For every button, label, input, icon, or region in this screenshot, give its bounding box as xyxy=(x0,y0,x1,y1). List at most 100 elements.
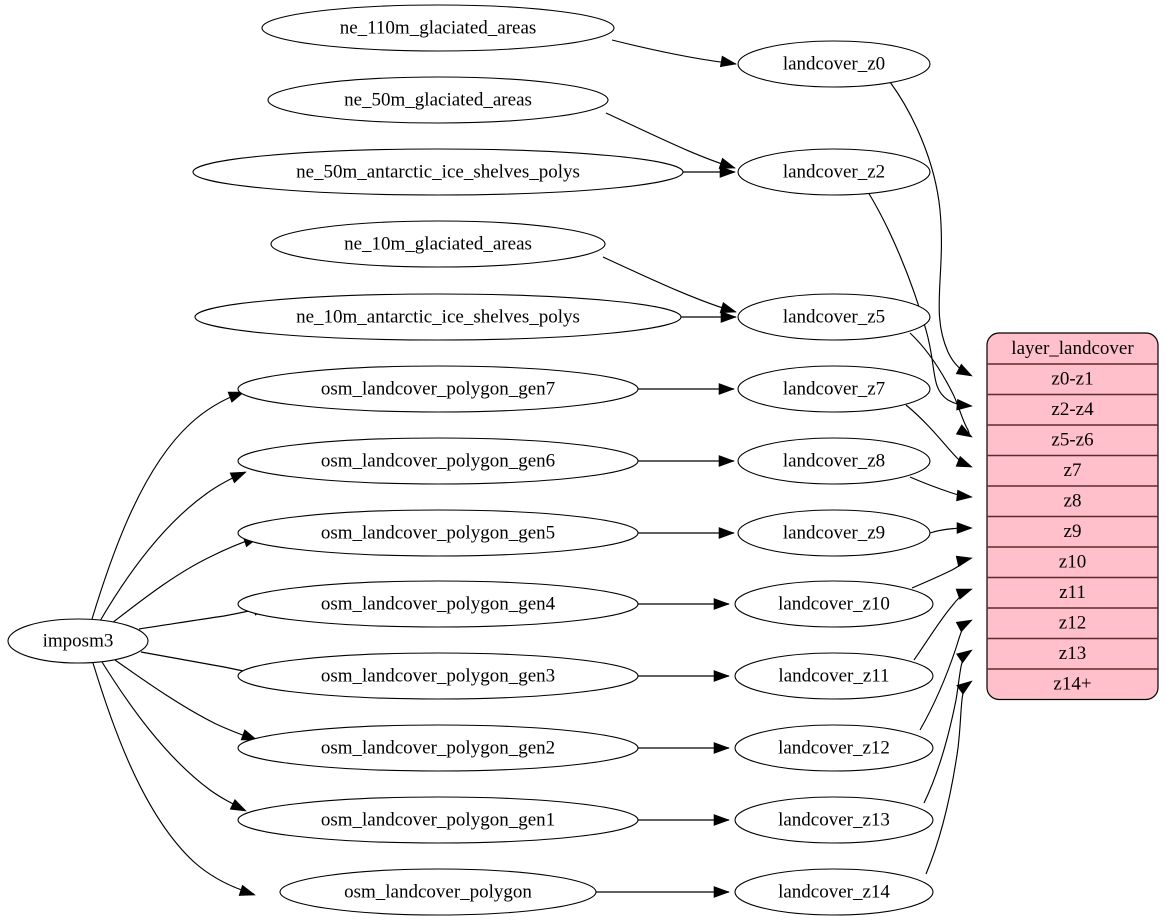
source-node-imposm3[interactable]: imposm3 xyxy=(7,618,149,664)
node-shape xyxy=(737,293,931,341)
arrowhead-to-landcover-z8 xyxy=(718,455,735,467)
arrowhead-to-landcover-z2-b xyxy=(719,166,736,178)
arrowhead-to-row-9 xyxy=(956,649,973,664)
edge-imposm3-to-osm_landcover_polygon xyxy=(92,662,255,895)
input-node-osm-landcover-polygon-gen6[interactable]: osm_landcover_polygon_gen6 xyxy=(237,437,639,485)
table-row-z11[interactable]: z11 xyxy=(1059,582,1086,603)
arrowhead-to-row-2 xyxy=(955,424,973,438)
node-label: landcover_z12 xyxy=(778,737,890,758)
zoom-node-landcover-z12[interactable]: landcover_z12 xyxy=(734,724,934,772)
table-header-label: layer_landcover xyxy=(1011,338,1134,359)
arrowhead-to-row-5 xyxy=(956,522,973,534)
node-shape xyxy=(194,293,682,341)
node-shape xyxy=(7,618,149,664)
input-node-osm-landcover-polygon-gen7[interactable]: osm_landcover_polygon_gen7 xyxy=(237,365,639,413)
table-row-z8[interactable]: z8 xyxy=(1064,491,1082,512)
arrowhead-to-row-6 xyxy=(955,555,973,568)
node-label: ne_110m_glaciated_areas xyxy=(340,17,537,38)
input-node-ne-10m-glaciated-areas[interactable]: ne_10m_glaciated_areas xyxy=(270,220,606,268)
arrowhead-to-landcover-z9 xyxy=(718,527,735,539)
zoom-node-landcover-z14[interactable]: landcover_z14 xyxy=(734,868,934,916)
table-row-z2-z4[interactable]: z2-z4 xyxy=(1051,399,1094,420)
table-row-z5-z6[interactable]: z5-z6 xyxy=(1051,430,1093,451)
input-node-ne-10m-antarctic-ice-shelves-polys[interactable]: ne_10m_antarctic_ice_shelves_polys xyxy=(194,293,682,341)
zoom-node-landcover-z5[interactable]: landcover_z5 xyxy=(737,293,931,341)
node-shape xyxy=(267,76,609,124)
arrowhead-to-landcover-z2-a xyxy=(718,157,736,169)
node-shape xyxy=(737,148,931,196)
table-row-z13[interactable]: z13 xyxy=(1059,643,1086,664)
node-shape xyxy=(192,148,684,196)
node-label: landcover_z9 xyxy=(783,522,885,543)
edge-landcover_z13-to-z13 xyxy=(923,652,967,804)
node-label: landcover_z14 xyxy=(778,881,890,902)
table-row-label: z10 xyxy=(1059,552,1086,573)
node-label: ne_10m_glaciated_areas xyxy=(344,233,532,254)
node-label: ne_50m_antarctic_ice_shelves_polys xyxy=(296,161,580,182)
zoom-node-landcover-z7[interactable]: landcover_z7 xyxy=(737,365,931,413)
zoom-node-landcover-z0[interactable]: landcover_z0 xyxy=(737,40,931,88)
node-label: landcover_z7 xyxy=(783,378,885,399)
input-node-ne-50m-antarctic-ice-shelves-polys[interactable]: ne_50m_antarctic_ice_shelves_polys xyxy=(192,148,684,196)
node-shape xyxy=(270,220,606,268)
edge-ne_110m_glaciated_areas-to-landcover_z0 xyxy=(611,39,737,65)
node-label: imposm3 xyxy=(43,630,114,651)
arrowhead-to-row-10 xyxy=(956,680,973,695)
input-node-osm-landcover-polygon-gen5[interactable]: osm_landcover_polygon_gen5 xyxy=(237,509,639,557)
node-label: osm_landcover_polygon_gen2 xyxy=(321,737,555,758)
table-row-label: z13 xyxy=(1059,643,1086,664)
table-row-z0-z1[interactable]: z0-z1 xyxy=(1051,369,1093,390)
arrowhead-to-row-7 xyxy=(955,588,973,600)
arrowheads-layer xyxy=(227,55,973,898)
table-row-z12[interactable]: z12 xyxy=(1059,613,1086,634)
table-row-label: z14+ xyxy=(1053,674,1091,695)
node-shape xyxy=(237,580,639,628)
zoom-node-landcover-z11[interactable]: landcover_z11 xyxy=(734,652,934,700)
table-row-z9[interactable]: z9 xyxy=(1064,521,1082,542)
table-row-z14plus[interactable]: z14+ xyxy=(1053,674,1091,695)
node-shape xyxy=(237,509,639,557)
zoom-node-landcover-z9[interactable]: landcover_z9 xyxy=(737,509,931,557)
input-node-osm-landcover-polygon-gen2[interactable]: osm_landcover_polygon_gen2 xyxy=(237,724,639,772)
node-shape xyxy=(734,868,934,916)
node-label: osm_landcover_polygon_gen4 xyxy=(321,593,556,614)
zoom-node-landcover-z8[interactable]: landcover_z8 xyxy=(737,437,931,485)
input-node-osm-landcover-polygon-gen3[interactable]: osm_landcover_polygon_gen3 xyxy=(237,652,639,700)
node-shape xyxy=(737,437,931,485)
input-node-ne-110m-glaciated-areas[interactable]: ne_110m_glaciated_areas xyxy=(261,4,615,52)
table-row-label: z0-z1 xyxy=(1051,369,1093,390)
node-shape xyxy=(734,724,934,772)
layer-landcover-table: layer_landcover z0-z1 z2-z4 z5-z6 z7 z8 z9 z10 z… xyxy=(986,332,1159,701)
arrowhead-to-gen6 xyxy=(229,471,247,484)
table-row-label: z2-z4 xyxy=(1051,399,1094,420)
table-row-z10[interactable]: z10 xyxy=(1059,552,1086,573)
node-label: landcover_z5 xyxy=(783,306,885,327)
input-node-osm-landcover-polygon[interactable]: osm_landcover_polygon xyxy=(279,868,597,916)
arrowhead-to-landcover-z7 xyxy=(718,383,735,395)
zoom-node-landcover-z2[interactable]: landcover_z2 xyxy=(737,148,931,196)
node-label: ne_10m_antarctic_ice_shelves_polys xyxy=(296,306,580,327)
arrowhead-to-landcover-z10 xyxy=(713,598,730,610)
arrowhead-to-gen7 xyxy=(227,391,245,403)
node-label: ne_50m_glaciated_areas xyxy=(344,89,532,110)
node-label: osm_landcover_polygon xyxy=(344,881,532,902)
input-node-osm-landcover-polygon-gen1[interactable]: osm_landcover_polygon_gen1 xyxy=(237,796,639,844)
table-row-z7[interactable]: z7 xyxy=(1064,460,1082,481)
node-label: osm_landcover_polygon_gen3 xyxy=(321,665,555,686)
edge-landcover_z5-to-z5-z6 xyxy=(909,332,971,437)
table-row-label: z12 xyxy=(1059,613,1086,634)
zoom-node-landcover-z10[interactable]: landcover_z10 xyxy=(734,580,934,628)
node-label: landcover_z0 xyxy=(783,53,885,74)
arrowhead-to-landcover-z0 xyxy=(719,55,737,68)
edge-landcover_z14-to-z14+ xyxy=(925,683,967,875)
node-shape xyxy=(237,365,639,413)
edge-imposm3-to-osm_landcover_polygon_gen1 xyxy=(101,661,246,811)
input-node-osm-landcover-polygon-gen4[interactable]: osm_landcover_polygon_gen4 xyxy=(237,580,639,628)
edge-landcover_z2-to-z2-z4 xyxy=(867,191,971,407)
arrowhead-to-row-0 xyxy=(955,363,973,377)
input-node-ne-50m-glaciated-areas[interactable]: ne_50m_glaciated_areas xyxy=(267,76,609,124)
node-shape xyxy=(237,437,639,485)
zoom-node-landcover-z13[interactable]: landcover_z13 xyxy=(734,796,934,844)
